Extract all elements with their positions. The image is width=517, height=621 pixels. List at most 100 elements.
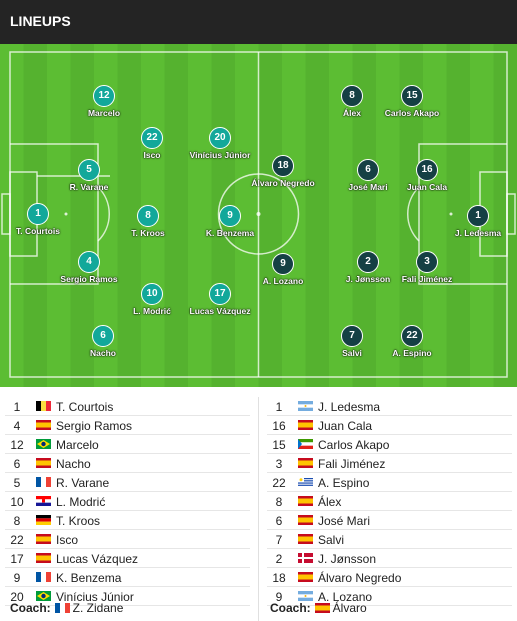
pitch-markings [1,51,516,378]
player-number-badge: 22 [401,325,423,347]
home-coach: Coach:Z. Zidane [10,601,123,615]
brazil-flag-icon [36,591,51,601]
coach-label: Coach: [270,601,311,615]
player-number-badge: 7 [341,325,363,347]
roster-row[interactable]: 4 Sergio Ramos [5,416,250,435]
roster-row[interactable]: 18 Álvaro Negredo [267,568,512,587]
player-name: José Mari [348,182,388,192]
spain-flag-icon [298,534,313,544]
away-coach-name: Álvaro [332,601,367,615]
player-number-badge: 3 [416,251,438,273]
roster-player-name[interactable]: Salvi [318,533,345,547]
roster-player-name[interactable]: T. Kroos [56,514,101,528]
roster-number: 7 [275,533,283,547]
roster-player-name[interactable]: José Mari [318,514,371,528]
uruguay-flag-icon [298,477,313,487]
player-name: A. Espino [392,348,432,358]
roster-player-name[interactable]: J. Jønsson [318,552,377,566]
roster-player-name[interactable]: A. Espino [318,476,370,490]
player-number-badge: 17 [209,283,231,305]
player-name: T. Courtois [16,226,60,236]
roster-row[interactable]: 20 Vinícius Júnior [5,587,250,606]
roster-row[interactable]: 3 Fali Jiménez [267,454,512,473]
page-title: LINEUPS [10,13,71,29]
roster-player-name[interactable]: A. Lozano [318,590,373,604]
roster-player-name[interactable]: Lucas Vázquez [56,552,139,566]
roster-player-name[interactable]: Vinícius Júnior [56,590,134,604]
player-number-badge: 9 [272,253,294,275]
player-name: Salvi [342,348,362,358]
spain-flag-icon [298,420,313,430]
player-number-badge: 20 [209,127,231,149]
roster-number: 4 [13,419,21,433]
coach-label: Coach: [10,601,51,615]
player-name: Juan Cala [406,182,448,192]
spain-flag-icon [36,458,51,468]
player-name: Álvaro Negredo [251,178,315,188]
player-number-badge: 4 [78,251,100,273]
player-number-badge: 10 [141,283,163,305]
player-number-badge: 8 [137,205,159,227]
roster-row[interactable]: 22 A. Espino [267,473,512,492]
roster-player-name[interactable]: R. Varane [56,476,110,490]
roster-row[interactable]: 12 Marcelo [5,435,250,454]
roster-player-name[interactable]: Marcelo [56,438,99,452]
france-flag-icon [36,477,51,487]
roster-row[interactable]: 10 L. Modrić [5,492,250,511]
player-name: L. Modrić [133,306,171,316]
roster-row[interactable]: 7 Salvi [267,530,512,549]
roster-player-name[interactable]: L. Modrić [56,495,106,509]
player-name: Álex [343,108,361,118]
roster-player-name[interactable]: Álvaro Negredo [318,571,402,585]
roster-row[interactable]: 15 Carlos Akapo [267,435,512,454]
player-name: Vinícius Júnior [189,150,251,160]
roster-player-name[interactable]: Juan Cala [318,419,373,433]
roster-player-name[interactable]: Carlos Akapo [318,438,390,452]
player-number-badge: 22 [141,127,163,149]
roster-number: 6 [275,514,283,528]
roster-number: 15 [272,438,286,452]
roster-number: 3 [275,457,283,471]
spain-flag-icon [298,572,313,582]
roster-number: 18 [272,571,286,585]
roster-number: 22 [272,476,286,490]
argentina-flag-icon [298,401,313,411]
roster-player-name[interactable]: Álex [318,495,342,509]
roster-player-name[interactable]: T. Courtois [56,400,114,414]
roster-number: 17 [10,552,24,566]
player-name: Marcelo [87,108,121,118]
germany-flag-icon [36,515,51,525]
roster-player-name[interactable]: Nacho [56,457,91,471]
france-flag-icon [36,572,51,582]
player-name: Isco [143,150,161,160]
roster-row[interactable]: 17 Lucas Vázquez [5,549,250,568]
roster-number: 6 [13,457,21,471]
spain-flag-icon [298,458,313,468]
roster-number: 1 [275,400,283,414]
roster-number: 10 [10,495,24,509]
roster-player-name[interactable]: J. Ledesma [318,400,381,414]
roster-player-name[interactable]: Fali Jiménez [318,457,386,471]
roster-player-name[interactable]: Sergio Ramos [56,419,133,433]
roster-player-name[interactable]: Isco [56,533,79,547]
roster-row[interactable]: 6 José Mari [267,511,512,530]
player-name: Lucas Vázquez [189,306,251,316]
roster-row[interactable]: 6 Nacho [5,454,250,473]
roster-player-name[interactable]: K. Benzema [56,571,122,585]
player-name: K. Benzema [205,228,255,238]
roster-row[interactable]: 1 J. Ledesma [267,397,512,416]
player-number-badge: 16 [416,159,438,181]
spain-flag-icon [36,534,51,544]
roster-number: 20 [10,590,24,604]
roster-number: 12 [10,438,24,452]
